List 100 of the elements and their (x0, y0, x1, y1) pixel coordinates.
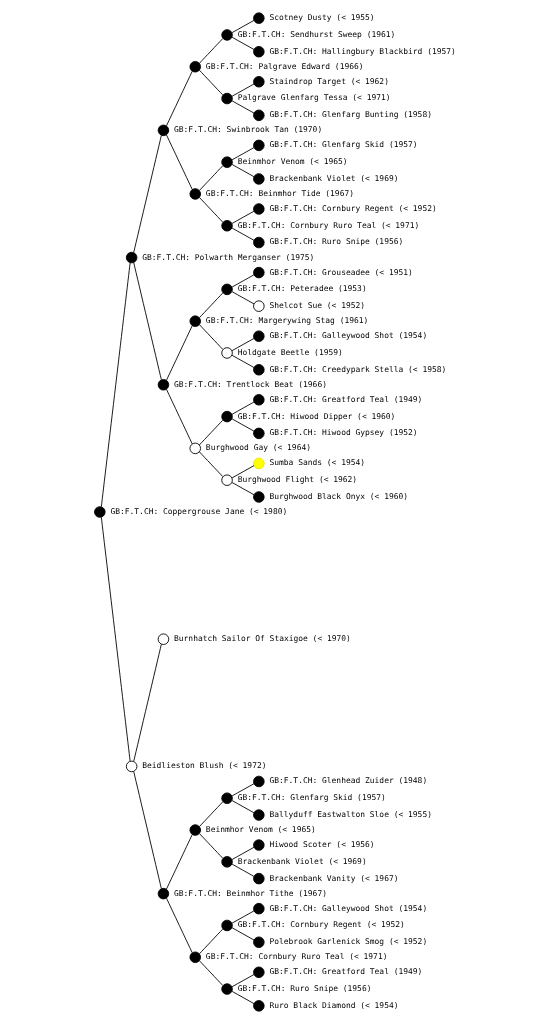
node-label: Beidlieston Blush (< 1972) (141, 761, 266, 771)
connector (231, 401, 254, 415)
connector (198, 38, 223, 64)
node-label: GB:F.T.CH: Ruro Snipe (1956) (268, 237, 403, 247)
connector (231, 337, 254, 352)
node-label: GB:F.T.CH: Glenhead Zuider (1948) (268, 776, 427, 786)
connector (132, 771, 162, 890)
node-circle (189, 442, 201, 455)
node-label: GB:F.T.CH: Creedypark Stella (< 1958) (268, 364, 446, 374)
connector (231, 227, 254, 241)
node-label: GB:F.T.CH: Trentlock Beat (1966) (173, 379, 327, 389)
node-label: GB:F.T.CH: Galleywood Shot (1954) (268, 331, 427, 341)
node-circle (189, 951, 201, 963)
connector (231, 974, 254, 988)
connector (231, 354, 254, 368)
node-circle (189, 61, 201, 73)
connector (231, 274, 254, 288)
node-label: GB:F.T.CH: Palgrave Edward (1966) (205, 61, 364, 71)
connector (231, 83, 254, 97)
node-circle (220, 792, 233, 804)
node-circle (93, 506, 106, 518)
node-circle (252, 330, 265, 342)
node-label: Polebrook Garlenick Smog (< 1952) (268, 937, 427, 947)
node-circle (252, 46, 265, 58)
node-label: Burghwood Gay (< 1964) (205, 443, 311, 453)
node-circle (252, 12, 265, 24)
node-label: GB:F.T.CH: Cornbury Regent (< 1952) (237, 920, 405, 930)
node-label: GB:F.T.CH: Ruro Snipe (1956) (237, 984, 371, 994)
node-label: Burghwood Black Onyx (< 1960) (268, 491, 408, 501)
connector (165, 134, 193, 190)
node-label: Brackenbank Violet (< 1969) (268, 173, 398, 183)
node-circle (252, 300, 265, 312)
connector (198, 165, 223, 191)
connector (231, 147, 254, 161)
node-circle (252, 139, 265, 152)
node-circle (220, 983, 233, 995)
node-circle (252, 427, 265, 440)
node-circle (125, 760, 137, 773)
node-label: Staindrop Target (< 1962) (268, 76, 389, 86)
node-circle (252, 109, 265, 122)
node-circle (252, 364, 265, 376)
connector (165, 388, 193, 445)
node-circle (252, 809, 265, 821)
node-label: Scotney Dusty (< 1955) (268, 13, 375, 23)
connector (198, 451, 223, 477)
connector (231, 863, 254, 877)
node-label: Beinmhor Venom (< 1965) (205, 824, 316, 834)
node-label: GB:F.T.CH: Galleywood Shot (1954) (268, 903, 427, 913)
node-circle (220, 156, 233, 168)
node-circle (252, 266, 265, 279)
connector (198, 292, 223, 319)
node-label: Burnhatch Sailor Of Staxigoe (< 1970) (173, 634, 351, 644)
node-circle (252, 839, 265, 851)
node-label: Hiwood Scoter (< 1956) (268, 840, 375, 849)
node-label: Burghwood Flight (< 1962) (237, 475, 357, 485)
node-label: GB:F.T.CH: Glenfarg Skid (1957) (268, 140, 418, 150)
node-label: Ballyduff Eastwalton Sloe (< 1955) (268, 809, 432, 819)
connector (198, 419, 223, 446)
node-circle (252, 394, 265, 406)
node-label: Brackenbank Vanity (< 1967) (268, 873, 398, 883)
connector (198, 69, 223, 96)
connector (231, 482, 254, 496)
connector (231, 418, 254, 432)
connector (198, 196, 223, 223)
node-label: Holdgate Beetle (1959) (237, 347, 343, 357)
node-circle (220, 220, 233, 232)
node-label: GB:F.T.CH: Hiwood Gypsey (1952) (268, 428, 418, 438)
node-label: Beinmhor Venom (< 1965) (237, 157, 348, 167)
node-label: Sumba Sands (< 1954) (268, 458, 365, 468)
node-label: GB:F.T.CH: Beinmhor Tithe (1967) (173, 888, 327, 898)
connector (198, 801, 223, 828)
node-circle (220, 919, 233, 932)
node-label: Brackenbank Violet (< 1969) (237, 856, 367, 866)
connector (231, 783, 254, 797)
node-circle (157, 124, 169, 137)
connector (132, 643, 162, 762)
node-circle (252, 872, 265, 885)
connector (231, 19, 254, 34)
node-circle (189, 824, 201, 836)
node-label: GB:F.T.CH: Peteradee (1953) (237, 284, 367, 294)
connector (231, 910, 254, 924)
connector (198, 960, 223, 986)
connector (100, 262, 131, 508)
node-label: GB:F.T.CH: Cornbury Ruro Teal (< 1971) (237, 220, 419, 230)
node-label: GB:F.T.CH: Margerywing Stag (1961) (205, 316, 368, 326)
node-circle (157, 887, 169, 900)
connector (231, 36, 254, 50)
connector (231, 210, 254, 224)
node-circle (220, 410, 233, 423)
node-circle (157, 633, 169, 645)
connector (231, 846, 254, 860)
node-circle (220, 29, 233, 41)
node-circle (252, 902, 265, 915)
node-label: Ruro Black Diamond (< 1954) (268, 1000, 398, 1010)
connector (231, 291, 254, 305)
connector (165, 897, 193, 954)
node-circle (252, 966, 265, 979)
connector (198, 833, 223, 859)
node-label: GB:F.T.CH: Coppergrouse Jane (< 1980) (109, 506, 287, 516)
node-circle (252, 457, 265, 470)
